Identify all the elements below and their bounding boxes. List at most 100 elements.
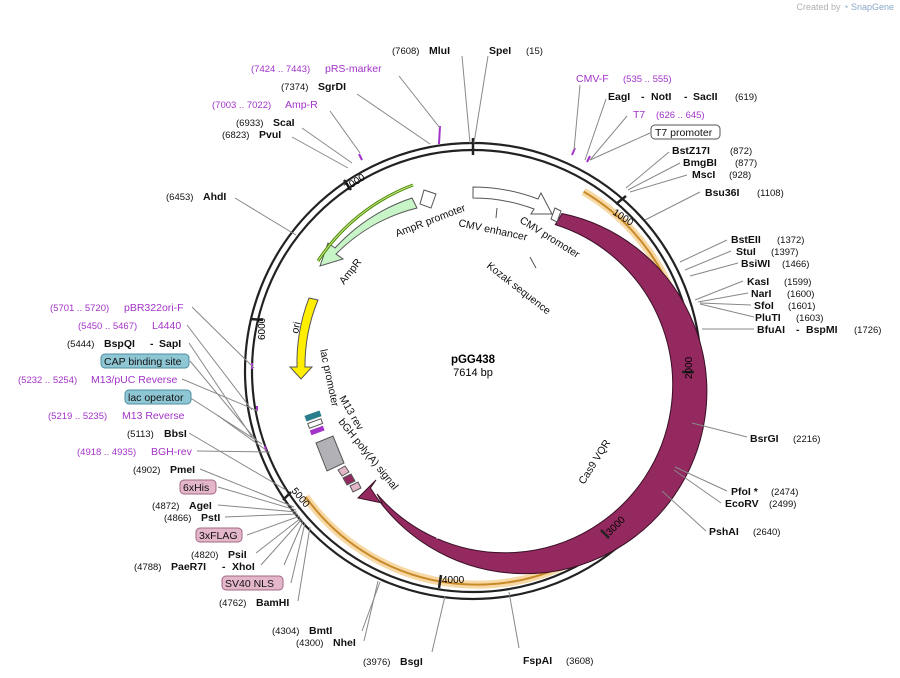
site-pshai[interactable]: PshAI (709, 526, 739, 538)
site-bstz17i[interactable]: BstZ17I (672, 145, 710, 157)
pill-cap-text: CAP binding site (104, 356, 182, 368)
site-psti-pos: (4866) (164, 513, 191, 524)
pill-cap-binding-site[interactable]: CAP binding site (100, 353, 190, 369)
site-scai[interactable]: ScaI (273, 117, 295, 129)
pill-lac-text: lac operator (128, 392, 184, 404)
site-mlui[interactable]: MluI (429, 45, 450, 57)
feature-bgh-polya[interactable] (315, 435, 345, 472)
site-sapi[interactable]: SapI (159, 338, 181, 350)
primer-m13rev-label[interactable]: M13 Reverse (122, 410, 185, 422)
site-bspqi[interactable]: BspQI (104, 338, 135, 350)
site-bspmi[interactable]: BspMI (806, 324, 838, 336)
site-sgrdi[interactable]: SgrDI (318, 81, 346, 93)
site-stui[interactable]: StuI (736, 246, 756, 258)
feature-ampr[interactable] (319, 189, 437, 267)
pill-6xhis[interactable]: 6xHis (179, 479, 217, 495)
site-xhoi[interactable]: XhoI (232, 561, 255, 573)
site-spei[interactable]: SpeI (489, 45, 511, 57)
site-bsteii[interactable]: BstEII (731, 234, 761, 246)
tick-label-7000: 7000 (343, 172, 368, 194)
site-scai-pos: (6933) (236, 118, 263, 129)
site-kasi[interactable]: KasI (747, 276, 769, 288)
pill-3xflag-text: 3xFLAG (199, 530, 238, 542)
site-sfoi[interactable]: SfoI (754, 300, 774, 312)
site-pluti-pos: (1603) (796, 313, 823, 324)
site-bsgi[interactable]: BsgI (400, 656, 423, 668)
site-bamhi-pos: (4762) (219, 598, 246, 609)
site-bmti[interactable]: BmtI (309, 625, 332, 637)
ruler-ticks (250, 179, 694, 589)
site-bspqi-pos: (5444) (67, 339, 94, 350)
primer-m13rev-range: (5219 .. 5235) (48, 411, 107, 422)
tick-label-4000: 4000 (442, 575, 465, 586)
plasmid-name: pGG438 (451, 354, 496, 366)
site-eagi[interactable]: EagI (608, 91, 630, 103)
site-bsrgi[interactable]: BsrGI (750, 433, 779, 445)
site-bmgbi[interactable]: BmgBI (683, 157, 717, 169)
snapgene-credit: Created by ◔ SnapGene (796, 2, 894, 12)
site-fspai[interactable]: FspAI (523, 655, 552, 667)
site-pvui[interactable]: PvuI (259, 129, 281, 141)
primer-bgh-label[interactable]: BGH-rev (151, 446, 193, 458)
primer-marks (251, 125, 591, 452)
snapgene-logo-icon: ◔ (843, 2, 849, 12)
primer-t7-range: (626 .. 645) (656, 110, 705, 121)
pill-sv40-nls[interactable]: SV40 NLS (221, 575, 284, 591)
site-sep-2: - (684, 91, 688, 103)
site-psti[interactable]: PstI (201, 512, 220, 524)
pill-lac-operator[interactable]: lac operator (124, 389, 192, 405)
primer-cmvf-range: (535 .. 555) (623, 74, 672, 85)
site-noti[interactable]: NotI (651, 91, 671, 103)
primer-pbr-label[interactable]: pBR322ori-F (124, 302, 184, 314)
tick-label-2000: 2000 (684, 356, 695, 379)
site-spei-pos: (15) (526, 46, 543, 57)
site-bsgi-pos: (3976) (363, 657, 390, 668)
primer-prs-label[interactable]: pRS-marker (325, 63, 382, 75)
site-bsu36i[interactable]: Bsu36I (705, 187, 740, 199)
pill-t7-promoter[interactable]: T7 promoter (650, 124, 721, 140)
primer-cmvf-label[interactable]: CMV-F (576, 73, 609, 85)
primer-m13puc-label[interactable]: M13/pUC Reverse (91, 374, 178, 386)
site-psii[interactable]: PsiI (228, 549, 247, 561)
primer-bgh-range: (4918 .. 4935) (77, 447, 136, 458)
feature-cas9-vqr[interactable] (356, 212, 708, 575)
site-mlui-pos: (7608) (392, 46, 419, 57)
site-bsrgi-pos: (2216) (793, 434, 820, 445)
site-paer7i[interactable]: PaeR7I (171, 561, 206, 573)
label-kozak: Kozak sequence (484, 260, 553, 317)
site-sep-3: - (796, 324, 800, 336)
site-bspmi-pos: (1726) (854, 325, 881, 336)
pill-6xhis-text: 6xHis (183, 482, 209, 494)
site-nari[interactable]: NarI (751, 288, 772, 300)
primer-ampr-range: (7003 .. 7022) (212, 100, 271, 111)
feature-ori[interactable] (288, 297, 319, 380)
site-bamhi[interactable]: BamHI (256, 597, 289, 609)
site-sfoi-pos: (1601) (788, 301, 815, 312)
pill-3xflag[interactable]: 3xFLAG (195, 527, 243, 543)
credit-brand: SnapGene (850, 2, 894, 12)
site-ecorv[interactable]: EcoRV (725, 498, 759, 510)
site-stui-pos: (1397) (771, 247, 798, 258)
primer-l4440-label[interactable]: L4440 (152, 320, 181, 332)
primer-ampr-label[interactable]: Amp-R (285, 99, 318, 111)
feature-cmv[interactable] (472, 186, 562, 223)
site-ahdi[interactable]: AhdI (203, 191, 226, 203)
site-nhei[interactable]: NheI (333, 637, 356, 649)
site-pshai-pos: (2640) (753, 527, 780, 538)
primer-t7-label[interactable]: T7 (633, 109, 645, 121)
site-bsiwi[interactable]: BsiWI (741, 258, 770, 270)
site-pluti[interactable]: PluTI (755, 312, 781, 324)
site-bsteii-pos: (1372) (777, 235, 804, 246)
site-msci[interactable]: MscI (692, 169, 715, 181)
site-bmgbi-pos: (877) (735, 158, 757, 169)
site-sep-5: - (150, 338, 154, 350)
site-agei[interactable]: AgeI (189, 500, 212, 512)
site-bfuai[interactable]: BfuAI (757, 324, 785, 336)
credit-prefix: Created by (796, 2, 841, 12)
site-bstz17i-pos: (872) (730, 146, 752, 157)
site-bbsi[interactable]: BbsI (164, 428, 187, 440)
site-pmei[interactable]: PmeI (170, 464, 195, 476)
site-sacii[interactable]: SacII (693, 91, 718, 103)
site-pfoi[interactable]: PfoI * (731, 486, 759, 498)
